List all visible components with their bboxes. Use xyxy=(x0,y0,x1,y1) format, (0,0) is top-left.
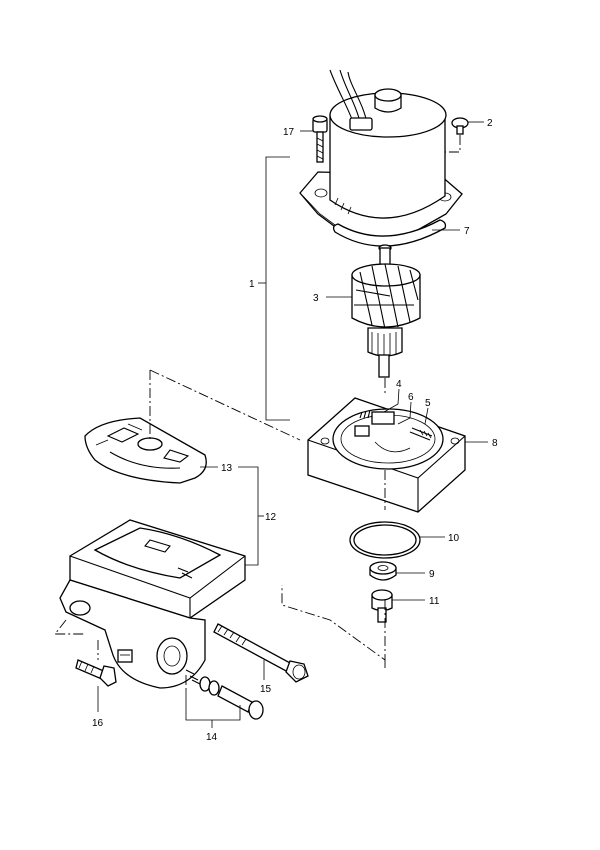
bolt-15 xyxy=(213,623,309,683)
washer-9 xyxy=(369,561,397,581)
callout-17: 17 xyxy=(283,127,295,138)
screw-2 xyxy=(444,117,469,186)
callout-6: 6 xyxy=(408,392,414,403)
callout-3: 3 xyxy=(313,293,319,304)
gasket-plate-13 xyxy=(84,417,207,484)
callout-10: 10 xyxy=(448,533,460,544)
leader-lines xyxy=(97,121,488,728)
valve-parts-14 xyxy=(185,669,264,720)
callout-1: 1 xyxy=(249,279,255,290)
callout-4: 4 xyxy=(396,379,402,390)
alignment-lines xyxy=(54,369,386,690)
callout-14: 14 xyxy=(206,732,218,743)
callout-11: 11 xyxy=(429,596,440,607)
motor-housing xyxy=(299,69,463,241)
callout-2: 2 xyxy=(487,118,493,129)
callout-12: 12 xyxy=(265,512,277,523)
coupling-11 xyxy=(371,589,393,623)
callout-15: 15 xyxy=(260,684,272,695)
screw-17 xyxy=(312,115,328,163)
armature-3 xyxy=(351,244,421,378)
brush-holder-8 xyxy=(307,397,466,513)
callout-7: 7 xyxy=(464,226,470,237)
callout-9: 9 xyxy=(429,569,435,580)
bracket-12 xyxy=(238,466,259,566)
valve-body xyxy=(59,519,246,689)
bracket-14 xyxy=(185,690,241,721)
callout-labels: 1 2 3 4 5 6 7 8 9 10 11 12 13 14 15 16 1… xyxy=(92,118,498,743)
bolt-16 xyxy=(75,659,117,687)
callout-5: 5 xyxy=(425,398,431,409)
callout-16: 16 xyxy=(92,718,104,729)
gasket-7 xyxy=(332,219,447,247)
callout-8: 8 xyxy=(492,438,498,449)
o-ring-10 xyxy=(349,521,421,559)
callout-13: 13 xyxy=(221,463,233,474)
bracket-1 xyxy=(265,156,290,421)
